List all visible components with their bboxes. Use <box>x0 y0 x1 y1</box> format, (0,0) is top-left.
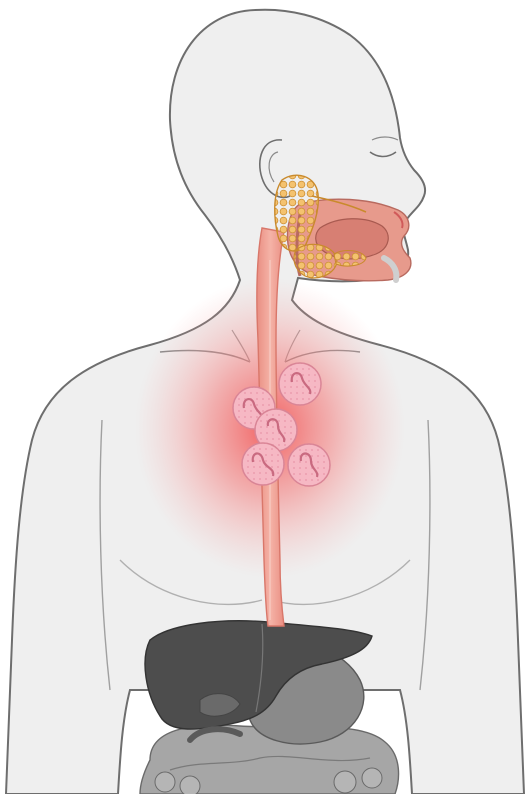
submandibular-gland <box>294 244 337 278</box>
eosinophil-cell <box>279 363 321 405</box>
sublingual-gland <box>334 251 366 266</box>
abdominal-organs <box>140 621 399 794</box>
eosinophil-cell <box>242 443 284 485</box>
eosinophil-cell <box>288 444 330 486</box>
